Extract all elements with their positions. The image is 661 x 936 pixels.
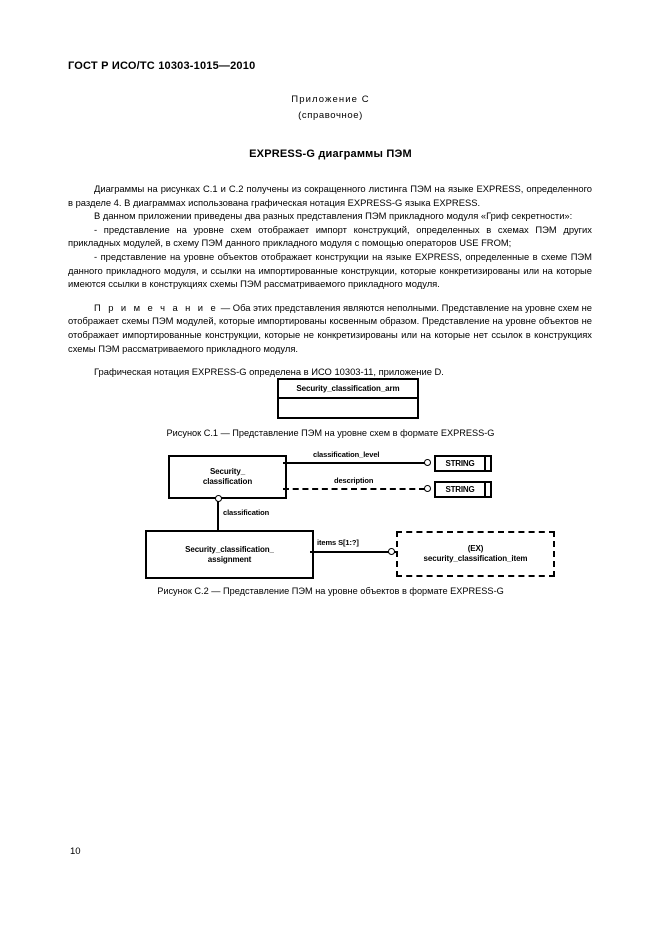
figure-c1-schema-box: Security_classification_arm <box>277 378 419 419</box>
relation-line-classification-level <box>283 462 425 464</box>
relation-line-description <box>283 488 425 490</box>
type-box-string-2: STRING <box>434 481 492 498</box>
annex-heading: Приложение С (справочное) <box>0 92 661 124</box>
note-paragraph: П р и м е ч а н и е — Оба этих представл… <box>68 301 592 355</box>
relation-endpoint-circle-classification <box>215 495 222 502</box>
entity-item-line1: (EX) <box>467 544 484 553</box>
entity-label-line1: Security_ <box>209 467 246 476</box>
relation-line-items <box>310 551 450 553</box>
entity-box-security-classification: Security_ classification <box>168 455 287 499</box>
type-string-label-1: STRING <box>436 457 486 470</box>
relation-line-classification <box>217 501 219 530</box>
relation-endpoint-circle-description <box>424 485 431 492</box>
entity-assignment-line2: assignment <box>207 554 252 564</box>
annex-kind: (справочное) <box>298 110 363 121</box>
note-label: П р и м е ч а н и е <box>94 301 219 313</box>
entity-box-security-classification-assignment: Security_classification_ assignment <box>145 530 314 579</box>
type-box-string-1: STRING <box>434 455 492 472</box>
body-text: Диаграммы на рисунках С.1 и С.2 получены… <box>68 182 592 379</box>
relation-endpoint-circle-items <box>388 548 395 555</box>
type-string-label-2: STRING <box>436 483 486 496</box>
page-title: EXPRESS-G диаграммы ПЭМ <box>249 148 412 160</box>
relation-label-description: description <box>334 476 374 485</box>
annex-label: Приложение С <box>291 94 370 105</box>
paragraph-1: Диаграммы на рисунках С.1 и С.2 получены… <box>68 183 592 208</box>
schema-box-body <box>279 399 417 417</box>
schema-box-title: Security_classification_arm <box>279 380 417 399</box>
bullet-1: - представление на уровне схем отображае… <box>68 223 592 249</box>
relation-endpoint-circle-level <box>424 459 431 466</box>
relation-label-classification: classification <box>223 508 270 517</box>
figure-c1-caption: Рисунок С.1 — Представление ПЭМ на уровн… <box>166 428 495 438</box>
note-text: — Оба этих представления являются неполн… <box>68 301 592 354</box>
page-number: 10 <box>70 846 81 857</box>
paragraph-last: Графическая нотация EXPRESS-G определена… <box>94 366 444 378</box>
paragraph-2: В данном приложении приведены два разных… <box>94 210 573 222</box>
figure-c2-caption: Рисунок С.2 — Представление ПЭМ на уровн… <box>157 586 504 596</box>
entity-assignment-line1: Security_classification_ <box>185 544 274 554</box>
relation-label-classification-level: classification_level <box>313 450 380 459</box>
entity-box-security-classification-item: (EX) security_classification_item <box>396 531 555 577</box>
entity-item-line2: security_classification_item <box>423 554 528 563</box>
relation-label-items: items S[1:?] <box>317 538 359 547</box>
standard-header: ГОСТ Р ИСО/ТС 10303-1015—2010 <box>68 60 256 72</box>
entity-label-line2: classification <box>202 477 253 486</box>
bullet-2: - представление на уровне объектов отобр… <box>68 250 592 290</box>
